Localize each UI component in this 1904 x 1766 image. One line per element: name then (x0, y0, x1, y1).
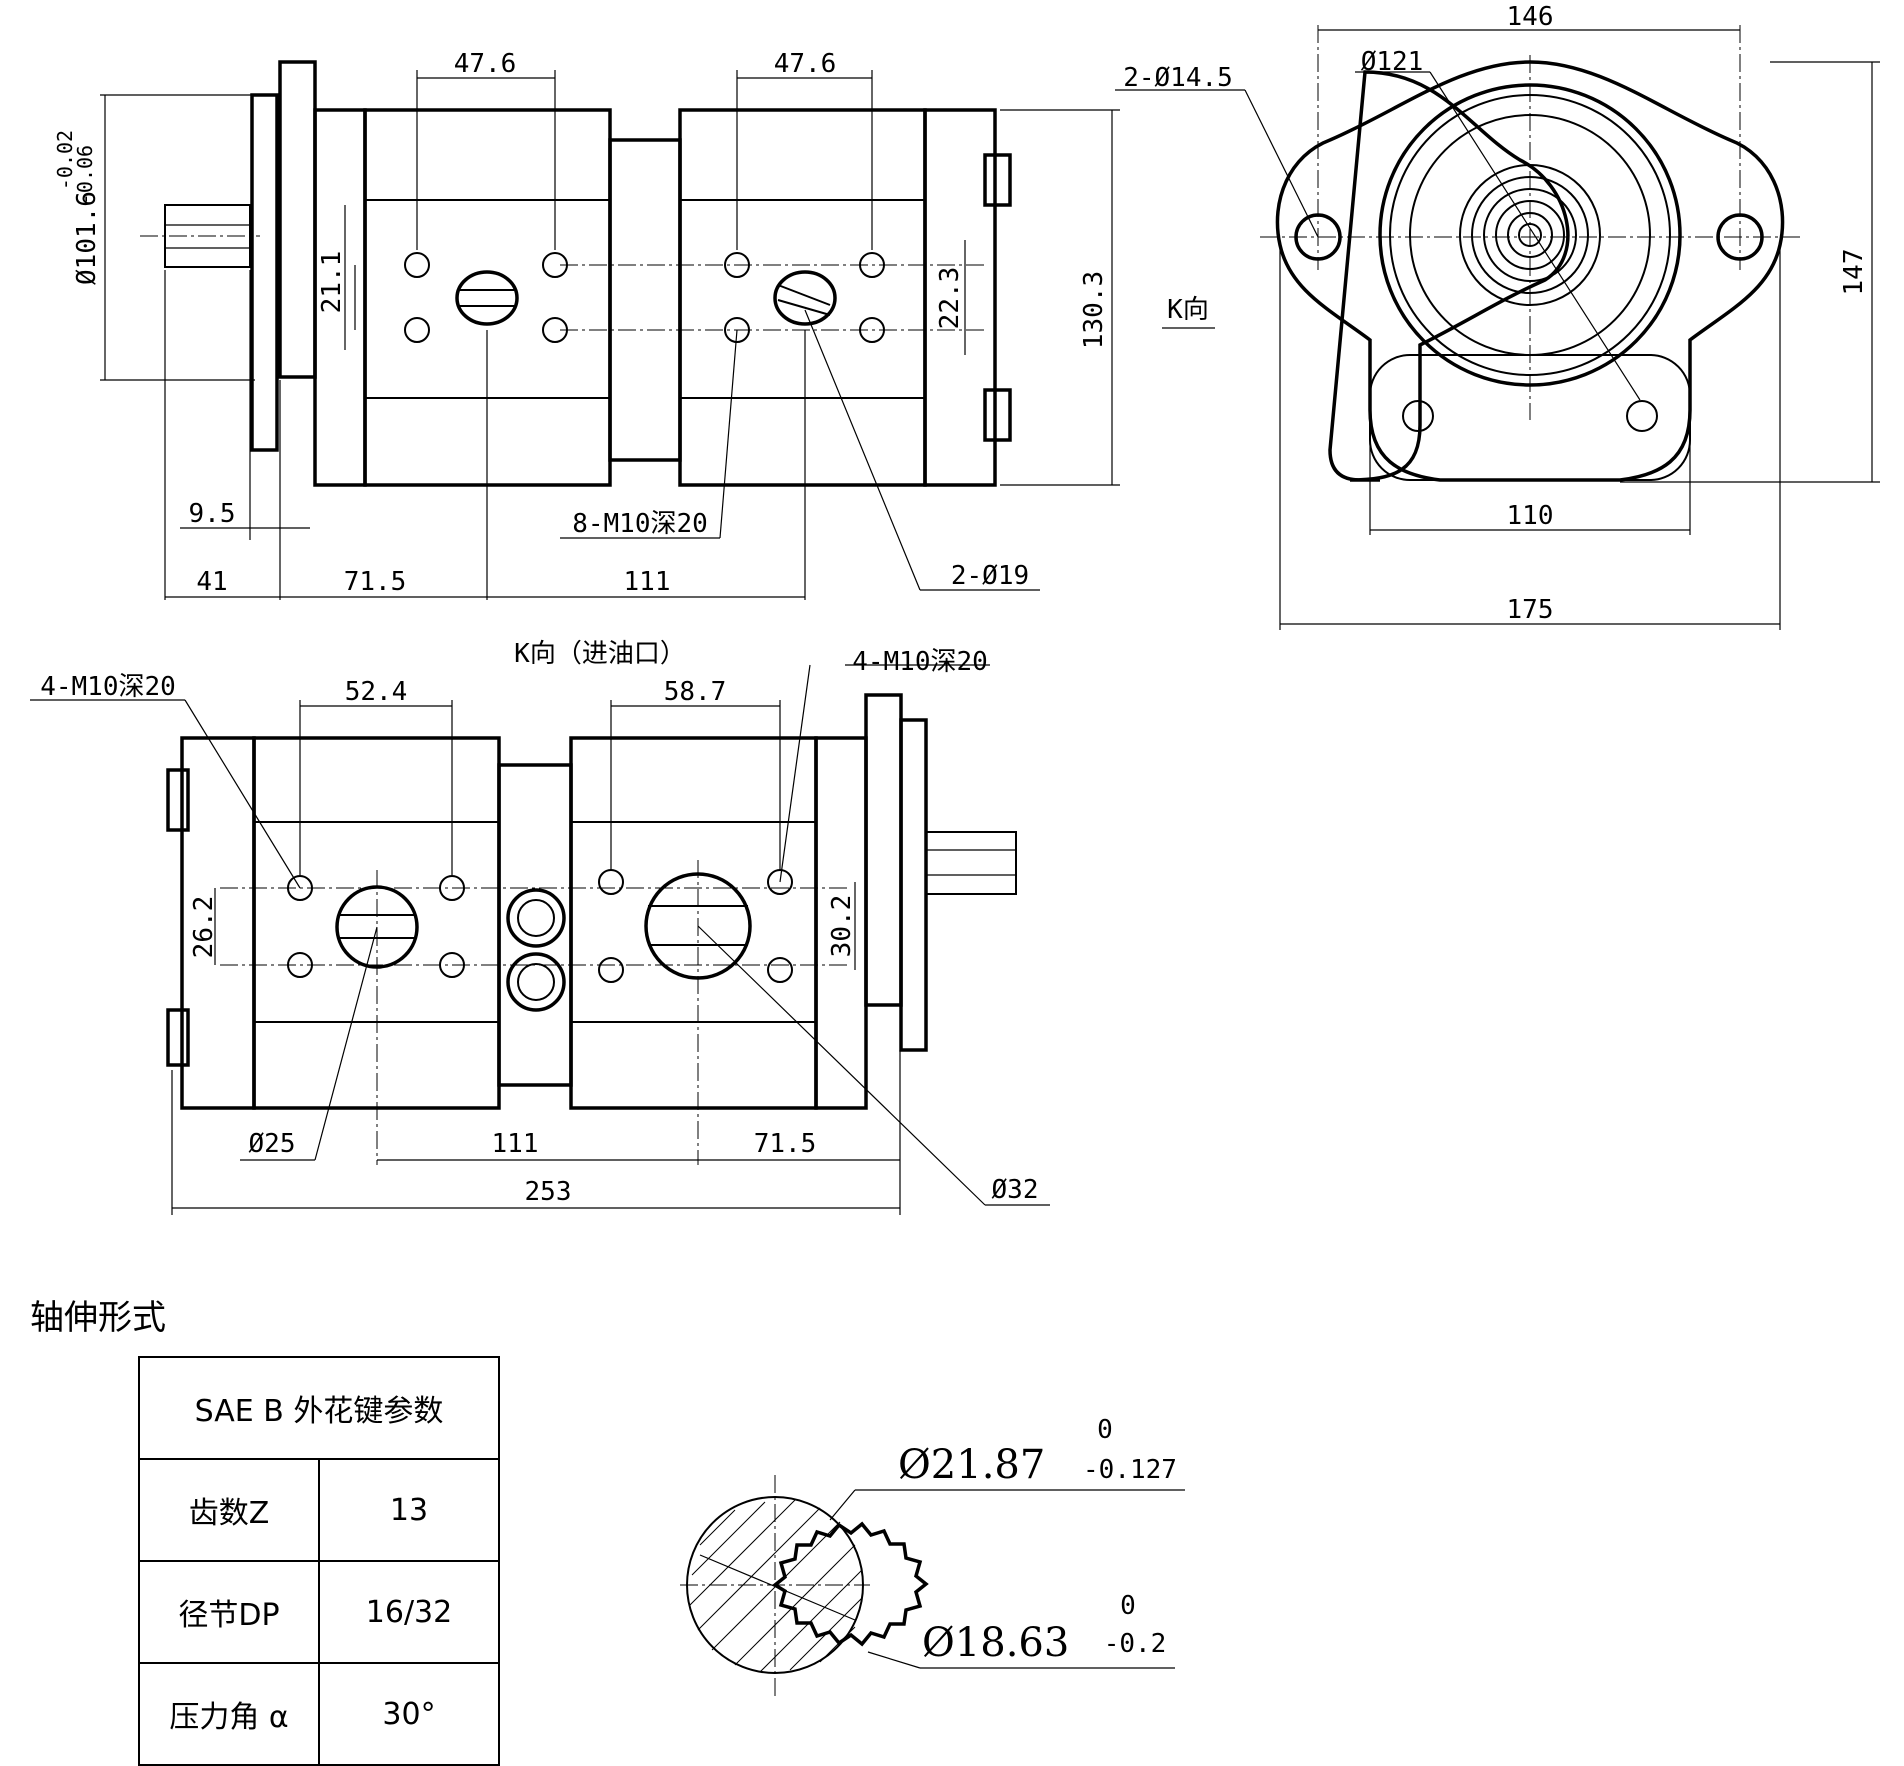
table-row: 压力角 α 30° (138, 1662, 500, 1766)
dim-130-3: 130.3 (1079, 271, 1109, 349)
dim-2-d14-5: 2-Ø14.5 (1123, 63, 1233, 93)
k-view-title: K向（进油口） (514, 639, 686, 669)
table-cell-value: 13 (318, 1458, 500, 1562)
end-view: 146 Ø121 2-Ø14.5 147 110 175 (1115, 2, 1880, 630)
top-rear-boss-1 (983, 153, 1012, 207)
dim-d121: Ø121 (1361, 47, 1424, 77)
spline-outline (771, 1521, 929, 1647)
dim-52-4: 52.4 (345, 677, 408, 707)
table-row: 齿数Z 13 (138, 1458, 500, 1562)
dim-30-2: 30.2 (827, 895, 857, 958)
spline-root-dia: Ø18.63 (922, 1620, 1069, 1666)
k-flange (864, 693, 903, 1007)
top-rear-cover (923, 108, 997, 487)
dim-253: 253 (525, 1177, 572, 1207)
dim-111: 111 (624, 567, 671, 597)
top-flange (278, 60, 317, 379)
dim-22-3: 22.3 (935, 267, 965, 330)
note-8-m10: 8-M10深20 (572, 509, 708, 539)
spline-outer-tol-lower: -0.127 (1083, 1455, 1177, 1485)
shaft-section-title: 轴伸形式 (30, 1298, 166, 1338)
end-dimensions (1115, 29, 1880, 630)
dim-146: 146 (1507, 2, 1554, 32)
note-4-m10-left: 4-M10深20 (40, 672, 176, 702)
dim-71-5-k: 71.5 (754, 1129, 817, 1159)
dim-111-k: 111 (492, 1129, 539, 1159)
k-rear-boss-2 (166, 1008, 190, 1067)
spline-outer-tol-upper: 0 (1097, 1415, 1113, 1445)
dim-26-2: 26.2 (189, 896, 219, 959)
k-flange-ring (899, 718, 928, 1052)
k-ports (287, 869, 793, 1012)
dim-58-7: 58.7 (664, 677, 727, 707)
dim-147: 147 (1839, 249, 1869, 296)
top-connector (608, 138, 682, 462)
dim-flange-diameter: Ø101.6 (72, 191, 102, 285)
note-4-m10-right: 4-M10深20 (852, 647, 988, 677)
dim-flange-tol-lower: -0.06 (73, 145, 97, 205)
k-body-2 (569, 736, 818, 1110)
spline-section: Ø21.87 0 -0.127 Ø18.63 0 -0.2 (680, 1415, 1185, 1700)
dim-175: 175 (1507, 595, 1554, 625)
dim-41: 41 (196, 567, 227, 597)
dim-d25: Ø25 (249, 1129, 296, 1159)
dim-9-5: 9.5 (189, 499, 236, 529)
table-cell-value: 16/32 (318, 1560, 500, 1664)
spline-root-tol-upper: 0 (1120, 1591, 1136, 1621)
k-direction-label: K向 (1167, 295, 1209, 325)
dim-47-6-left: 47.6 (454, 49, 517, 79)
k-dimensions (30, 664, 1050, 1215)
top-port-large-2 (773, 270, 837, 326)
table-header: SAE B 外花键参数 (138, 1356, 500, 1460)
table-cell-label: 压力角 α (138, 1662, 320, 1766)
dim-d32: Ø32 (992, 1175, 1039, 1205)
k-rear-boss-1 (166, 768, 190, 832)
end-flange-right (1328, 70, 1570, 482)
spline-spec-table: SAE B 外花键参数 齿数Z 13 径节DP 16/32 压力角 α 30° (138, 1356, 500, 1766)
top-dimensions (100, 70, 1120, 600)
spline-outer-dia: Ø21.87 (898, 1442, 1045, 1488)
k-shaft (925, 831, 1017, 895)
dim-flange-tol-upper: -0.02 (53, 130, 77, 190)
note-2-d19: 2-Ø19 (951, 561, 1029, 591)
top-flange-ring (250, 93, 279, 452)
dim-110: 110 (1507, 501, 1554, 531)
table-cell-value: 30° (318, 1662, 500, 1766)
top-view: 47.6 47.6 Ø101.6 -0.02 -0.06 21.1 22.3 1… (53, 49, 1215, 600)
table-row: 径节DP 16/32 (138, 1560, 500, 1664)
top-rear-boss-2 (983, 388, 1012, 442)
spline-root-tol-lower: -0.2 (1104, 1629, 1167, 1659)
table-cell-label: 径节DP (138, 1560, 320, 1664)
dim-47-6-right: 47.6 (774, 49, 837, 79)
dim-21-1: 21.1 (317, 251, 347, 314)
top-port-large-1 (455, 270, 519, 326)
k-view: K向（进油口） 4-M10深20 4-M10深20 52.4 58.7 26.2… (30, 639, 1050, 1215)
table-cell-label: 齿数Z (138, 1458, 320, 1562)
table-header-row: SAE B 外花键参数 (138, 1356, 500, 1460)
dim-71-5: 71.5 (344, 567, 407, 597)
top-body-2 (678, 108, 927, 487)
